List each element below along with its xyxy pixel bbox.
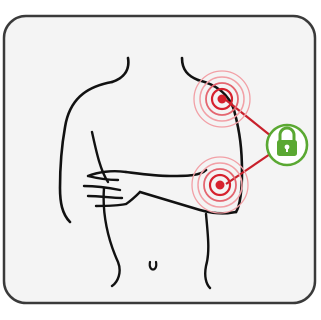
lock-icon bbox=[267, 125, 307, 165]
card-background bbox=[4, 16, 315, 303]
